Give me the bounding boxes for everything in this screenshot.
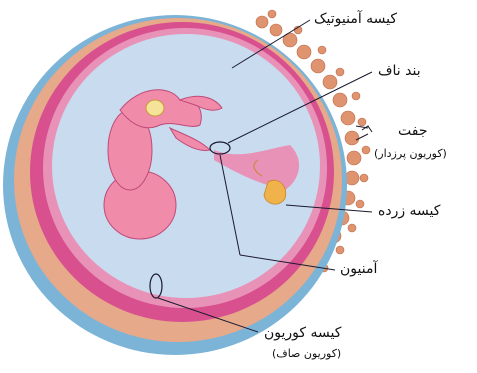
umbilical-cord-label: بند ناف	[378, 64, 421, 78]
amnion-label: آمنیون	[340, 262, 377, 276]
yolk-sac-label: کیسه زرده	[378, 204, 440, 218]
placenta-label: جفت	[398, 124, 427, 138]
chorionic-sac-label: کیسه کوریون	[264, 326, 341, 340]
amniotic-sac-label: کیسه آمنیوتیک	[314, 12, 397, 26]
chorionic-note: (کوریون صاف)	[272, 348, 341, 359]
placenta-note: (کوریون پرزدار)	[374, 148, 447, 159]
